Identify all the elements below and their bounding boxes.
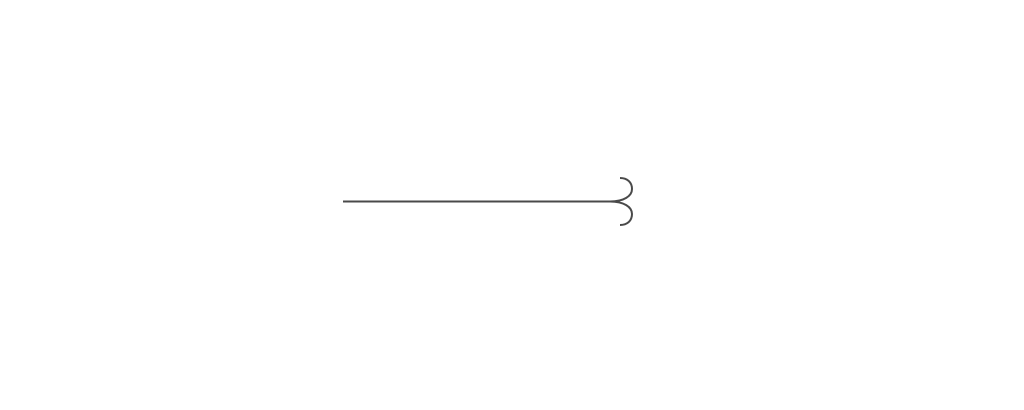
connector-end-curl-upper: [609, 177, 634, 203]
connector-end-curl-lower: [609, 200, 634, 226]
